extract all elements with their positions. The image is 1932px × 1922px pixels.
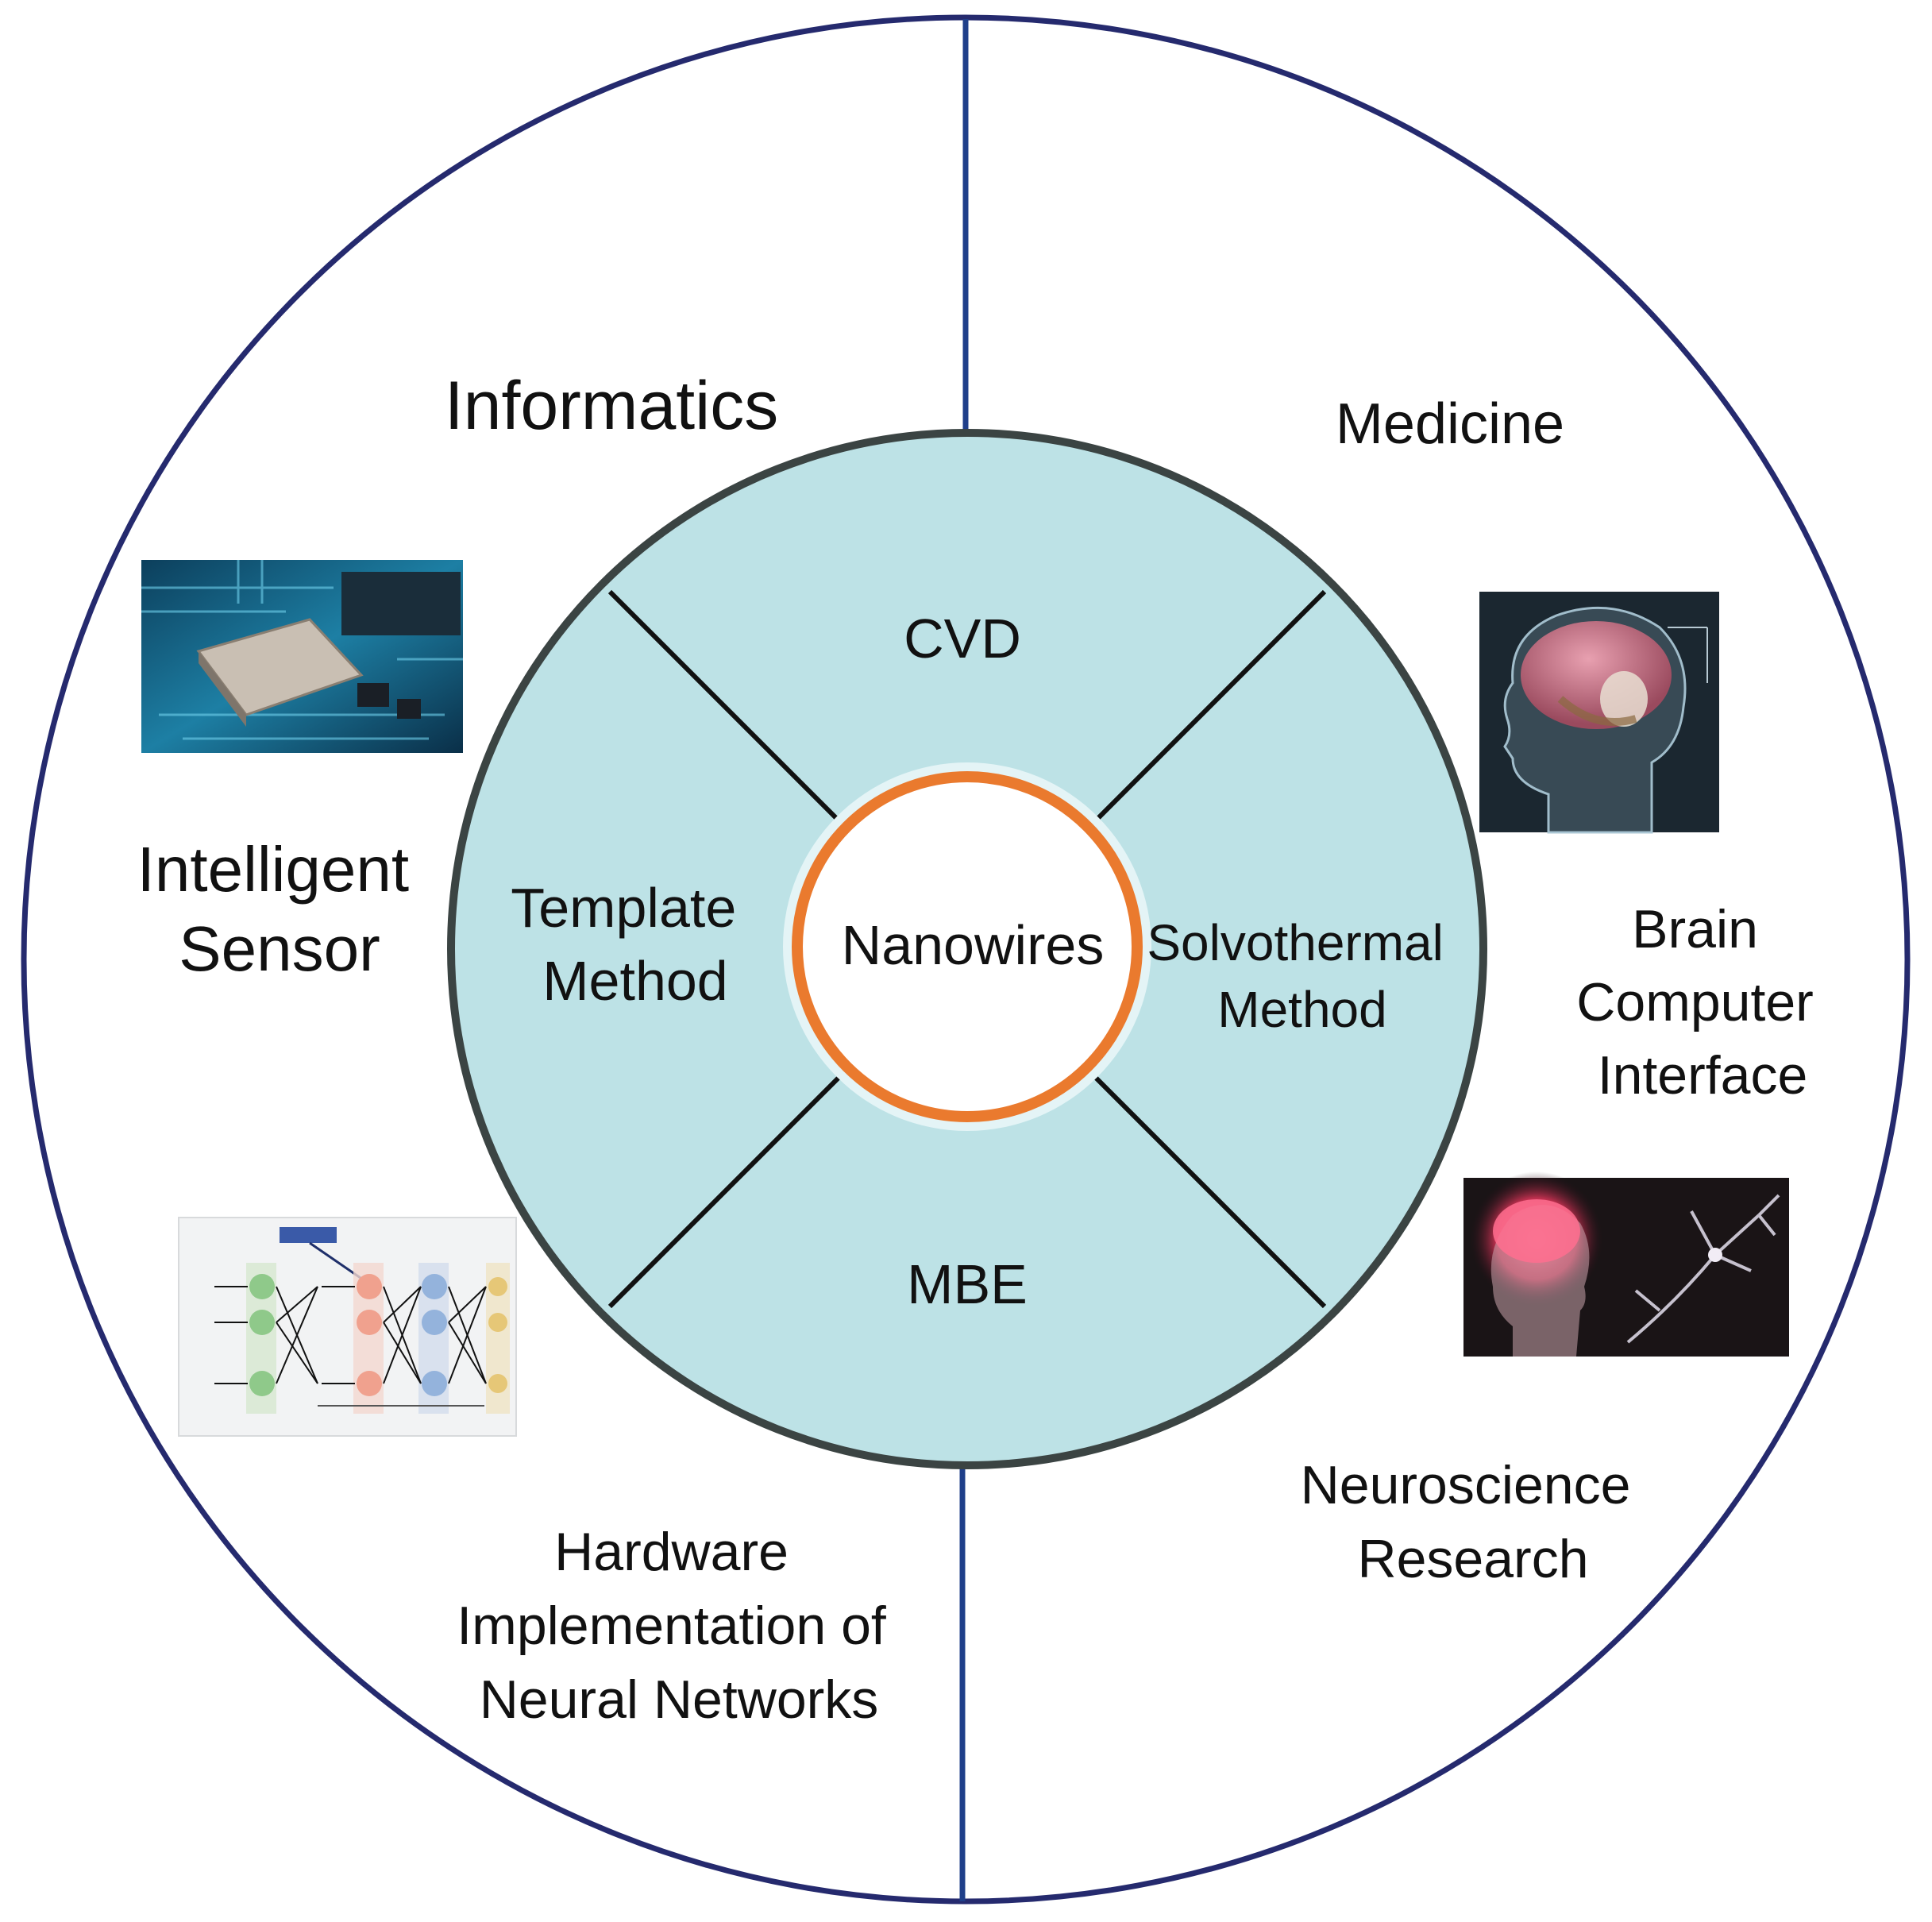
brain-head-image xyxy=(1479,592,1719,834)
method-separator-nw xyxy=(607,589,844,826)
method-mbe-label: MBE xyxy=(907,1253,1028,1315)
circuit-chip-image xyxy=(141,560,463,753)
center-circle xyxy=(792,771,1143,1122)
method-template-label: Template Method xyxy=(511,877,752,1012)
center-label: Nanowires xyxy=(842,914,1105,976)
app-intelligent-sensor-label: Intelligent Sensor xyxy=(137,834,427,984)
method-separator-sw xyxy=(607,1072,844,1309)
brain-neuron-image xyxy=(1463,1171,1789,1357)
method-separator-ne xyxy=(1090,589,1327,826)
app-hardware-nn-label: Hardware Implementation of Neural Networ… xyxy=(457,1522,900,1730)
neural-network-schematic-image xyxy=(178,1217,517,1437)
app-bci-label: Brain Computer Interface xyxy=(1576,899,1828,1106)
method-separator-se xyxy=(1090,1072,1327,1309)
app-neuroscience-label: Neuroscience Research xyxy=(1301,1455,1646,1589)
domain-informatics-label: Informatics xyxy=(445,368,779,444)
method-cvd-label: CVD xyxy=(904,608,1021,670)
domain-medicine-label: Medicine xyxy=(1336,392,1564,456)
method-solvothermal-label: Solvothermal Method xyxy=(1147,914,1457,1038)
